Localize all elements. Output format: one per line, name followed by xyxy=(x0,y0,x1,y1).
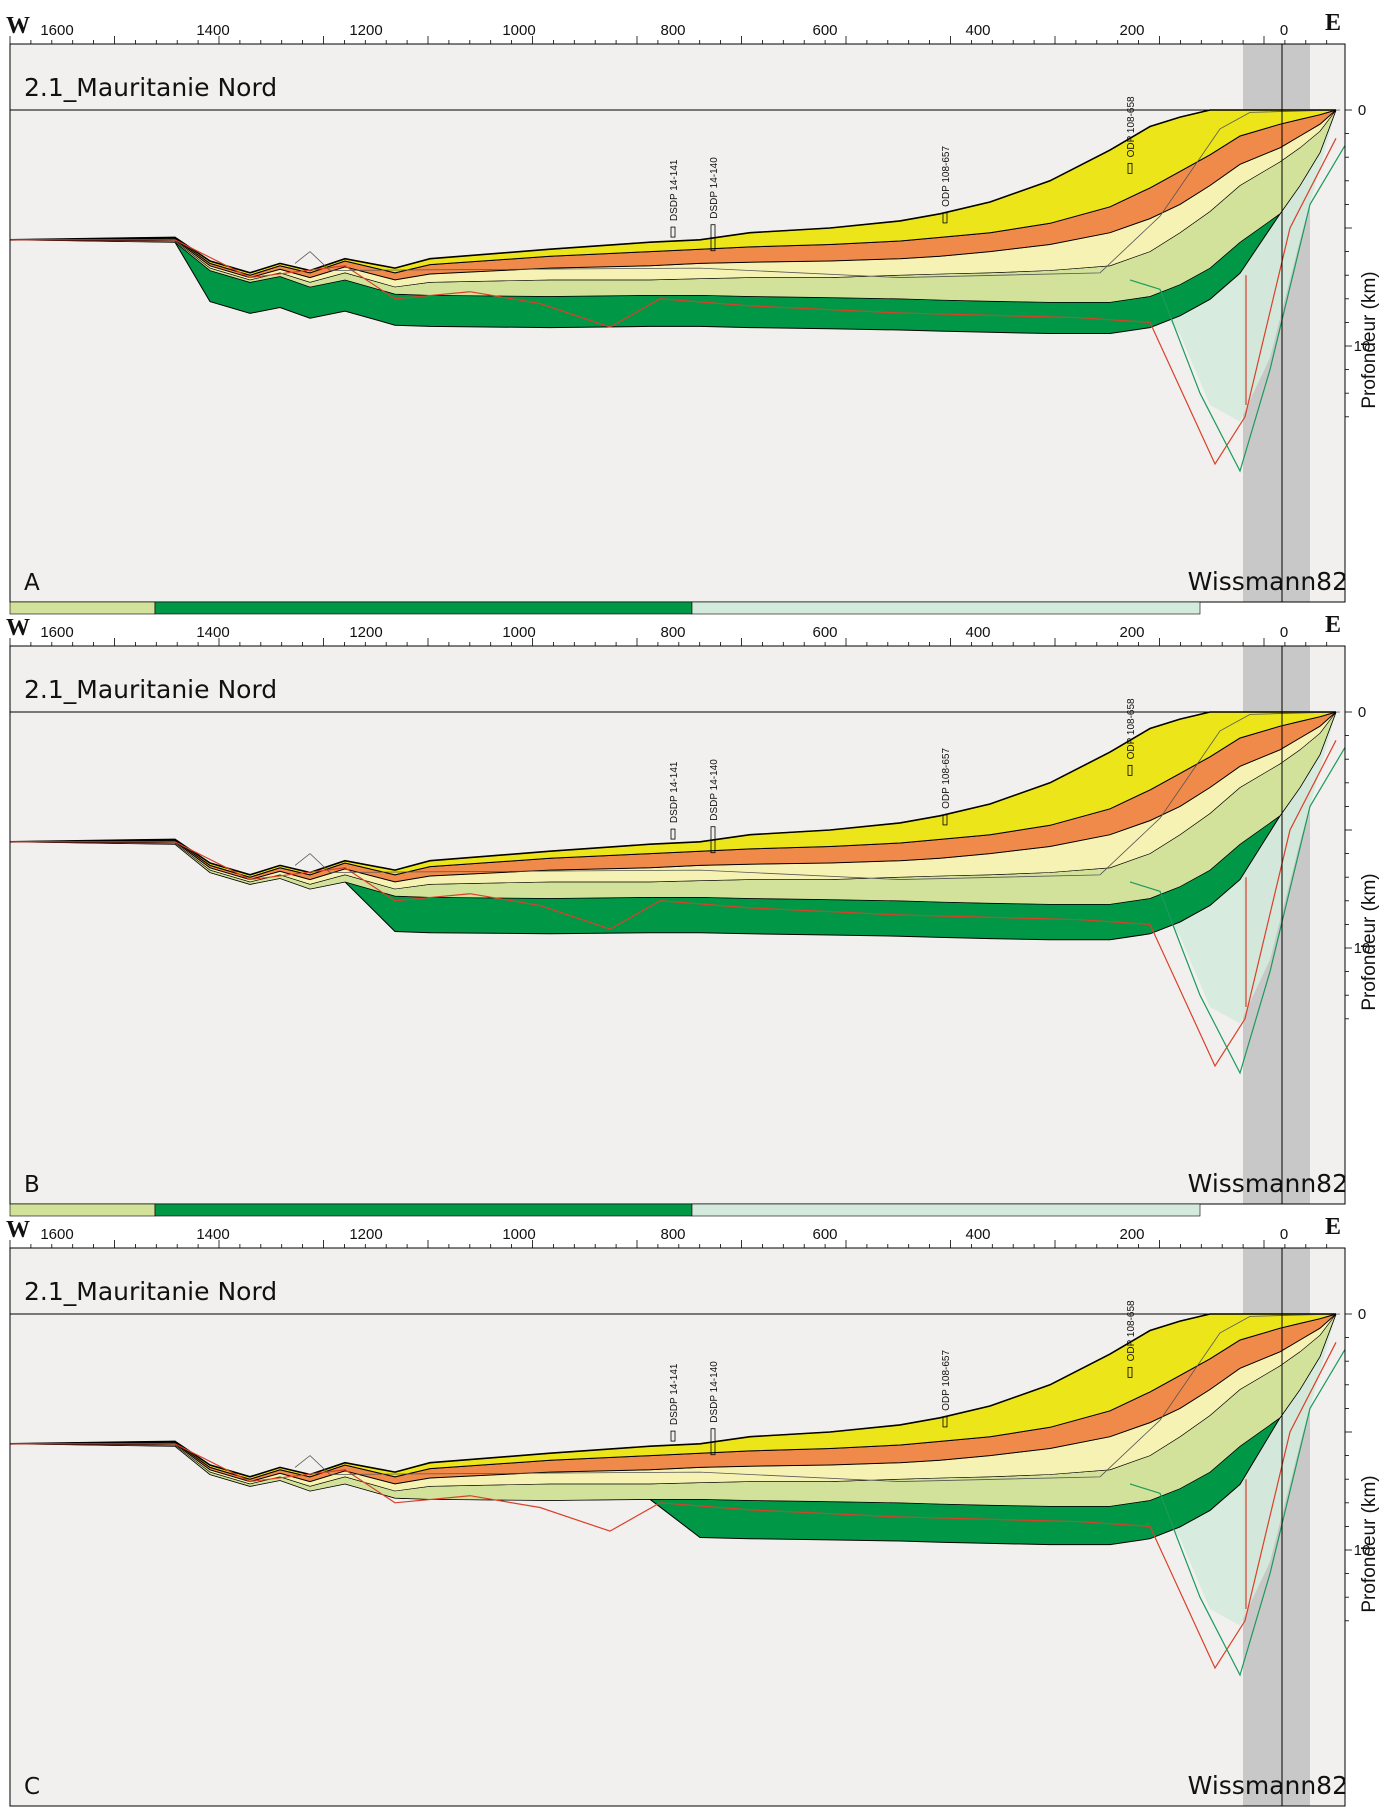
green-boundary-line xyxy=(1129,1349,1346,1677)
well-label: ODP 108-658 xyxy=(1126,96,1137,157)
x-tick-label: 1200 xyxy=(349,22,382,39)
well-label: ODP 108-657 xyxy=(941,146,952,207)
x-tick-label: 1200 xyxy=(349,1226,382,1243)
y-tick-label: 0 xyxy=(1358,1306,1366,1323)
panel-letter: B xyxy=(24,1172,40,1198)
west-label: W xyxy=(6,13,30,39)
well-label: DSDP 14-140 xyxy=(709,1361,720,1423)
y-axis-label: Profondeur (km) xyxy=(1359,873,1380,1010)
well-marker xyxy=(1127,764,1133,776)
green-boundary-line xyxy=(1129,747,1346,1075)
x-tick-label: 600 xyxy=(812,624,837,641)
section-panel-a: 1600 1400 1200 1000 800 600 400 200 0 W E 0 10Profon… xyxy=(6,10,1380,615)
well-label: DSDP 14-140 xyxy=(709,759,720,821)
x-tick-label: 600 xyxy=(812,1226,837,1243)
well-label: ODP 108-658 xyxy=(1126,1300,1137,1361)
red-boundary-line xyxy=(10,1342,1337,1670)
west-label: W xyxy=(6,615,30,641)
source-label: Wissmann82 xyxy=(1188,567,1348,596)
gray-outline-line xyxy=(294,109,1341,278)
legend-bar-segment xyxy=(154,1203,693,1217)
section-panel-b: 1600 1400 1200 1000 800 600 400 200 0 W E 0 10Profon… xyxy=(6,612,1380,1217)
well-marker xyxy=(710,826,716,854)
east-label: E xyxy=(1325,1214,1341,1240)
red-boundary-line xyxy=(10,138,1337,466)
x-tick-label: 1600 xyxy=(40,22,73,39)
west-label: W xyxy=(6,1217,30,1243)
y-tick-label: 0 xyxy=(1358,102,1366,119)
well-label: DSDP 14-140 xyxy=(709,157,720,219)
x-tick-label: 400 xyxy=(965,1226,990,1243)
east-label: E xyxy=(1325,10,1341,36)
panel-letter: C xyxy=(24,1774,40,1800)
well-marker xyxy=(670,828,676,840)
x-tick-label: 800 xyxy=(660,624,685,641)
east-label: E xyxy=(1325,612,1341,638)
x-tick-label: 400 xyxy=(965,624,990,641)
panel-title: 2.1_Mauritanie Nord xyxy=(24,675,277,704)
x-tick-label: 1400 xyxy=(196,624,229,641)
x-tick-label: 1600 xyxy=(40,624,73,641)
panel-letter: A xyxy=(24,570,40,596)
well-label: DSDP 14-141 xyxy=(669,159,680,221)
x-tick-label: 1600 xyxy=(40,1226,73,1243)
x-tick-label: 200 xyxy=(1119,1226,1144,1243)
y-tick-label: 0 xyxy=(1358,704,1366,721)
legend-bar-segment xyxy=(691,1203,1201,1217)
panel-title: 2.1_Mauritanie Nord xyxy=(24,73,277,102)
y-tick-label: 10 xyxy=(1354,338,1371,355)
well-label: ODP 108-657 xyxy=(941,748,952,809)
x-tick-label: 1400 xyxy=(196,22,229,39)
section-panel-c: 1600 1400 1200 1000 800 600 400 200 0 W E 0 10Profon… xyxy=(6,1214,1380,1807)
x-tick-label: 200 xyxy=(1119,22,1144,39)
well-label: DSDP 14-141 xyxy=(669,761,680,823)
well-label: ODP 108-658 xyxy=(1126,698,1137,759)
x-tick-label: 200 xyxy=(1119,624,1144,641)
x-tick-label: 0 xyxy=(1280,1226,1288,1243)
green-boundary-line xyxy=(1129,145,1346,473)
gray-outline-line xyxy=(294,711,1341,880)
legend-bar-segment xyxy=(154,601,693,615)
x-tick-label: 1000 xyxy=(502,624,535,641)
x-tick-label: 1000 xyxy=(502,22,535,39)
gray-outline-line xyxy=(294,1313,1341,1482)
y-tick-label: 10 xyxy=(1354,1542,1371,1559)
well-marker xyxy=(710,224,716,252)
x-tick-label: 600 xyxy=(812,22,837,39)
well-marker xyxy=(942,1416,948,1428)
well-marker xyxy=(710,1428,716,1456)
well-marker xyxy=(942,212,948,224)
x-tick-label: 0 xyxy=(1280,22,1288,39)
legend-bar-segment xyxy=(691,601,1201,615)
source-label: Wissmann82 xyxy=(1188,1169,1348,1198)
source-label: Wissmann82 xyxy=(1188,1771,1348,1800)
panel-frame xyxy=(9,1247,1346,1807)
red-boundary-line xyxy=(10,740,1337,1068)
y-axis-label: Profondeur (km) xyxy=(1359,271,1380,408)
legend-bar-segment xyxy=(9,1203,156,1217)
x-tick-label: 800 xyxy=(660,1226,685,1243)
well-marker xyxy=(1127,162,1133,174)
x-tick-label: 1200 xyxy=(349,624,382,641)
well-marker xyxy=(942,814,948,826)
well-marker xyxy=(1127,1366,1133,1378)
x-tick-label: 1000 xyxy=(502,1226,535,1243)
y-tick-label: 10 xyxy=(1354,940,1371,957)
well-label: DSDP 14-141 xyxy=(669,1363,680,1425)
x-tick-label: 800 xyxy=(660,22,685,39)
well-label: ODP 108-657 xyxy=(941,1350,952,1411)
y-axis-label: Profondeur (km) xyxy=(1359,1475,1380,1612)
well-marker xyxy=(670,226,676,238)
x-tick-label: 1400 xyxy=(196,1226,229,1243)
x-tick-label: 400 xyxy=(965,22,990,39)
legend-bar-segment xyxy=(9,601,156,615)
well-marker xyxy=(670,1430,676,1442)
x-tick-label: 0 xyxy=(1280,624,1288,641)
panel-title: 2.1_Mauritanie Nord xyxy=(24,1277,277,1306)
